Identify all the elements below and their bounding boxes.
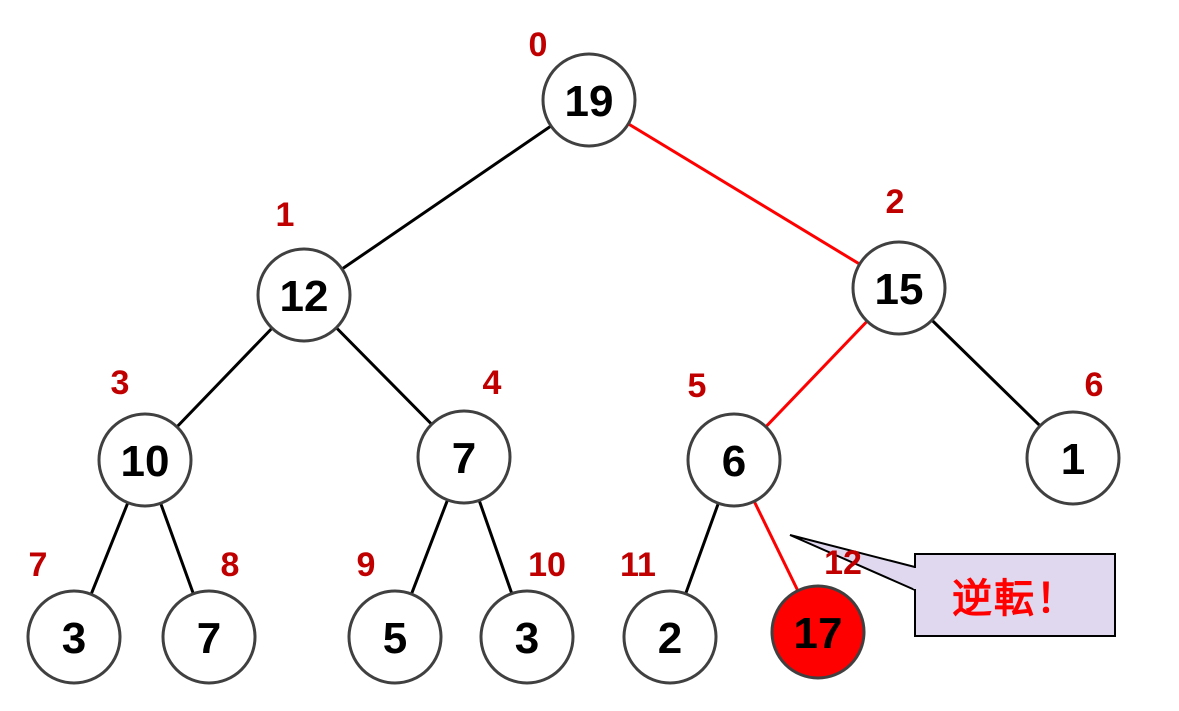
- node-circle: [347, 589, 443, 685]
- node-circle: [256, 247, 352, 343]
- tree-node: 10: [97, 412, 193, 508]
- node-index-label: 0: [529, 26, 548, 64]
- tree-node: 7: [161, 589, 257, 685]
- node-index-label: 7: [29, 546, 48, 584]
- node-index-label: 4: [483, 364, 502, 402]
- node-index-label: 11: [620, 546, 656, 584]
- node-index-label: 6: [1085, 366, 1104, 404]
- node-circle: [26, 589, 122, 685]
- node-value: 6: [722, 437, 746, 486]
- edge-0-2: [588, 98, 900, 290]
- node-value: 5: [383, 614, 407, 663]
- node-index-label: 3: [111, 364, 130, 402]
- node-circle: [161, 589, 257, 685]
- tree-node: 12: [256, 247, 352, 343]
- tree-node: 5: [347, 589, 443, 685]
- tree-node: 3: [26, 589, 122, 685]
- tree-node: 7: [416, 409, 512, 505]
- node-index-label: 12: [824, 544, 862, 582]
- edge-0-1: [303, 98, 590, 297]
- node-value: 12: [280, 272, 329, 321]
- node-circle: [622, 589, 718, 685]
- tree-node: 19: [541, 52, 637, 148]
- tree-node: 2: [622, 589, 718, 685]
- node-value: 2: [658, 614, 682, 663]
- node-value: 3: [62, 614, 86, 663]
- tree-node: 1: [1025, 410, 1121, 506]
- node-index-label: 9: [357, 546, 376, 584]
- node-value: 1: [1061, 435, 1085, 484]
- tree-node: 17: [770, 584, 866, 680]
- node-circle: [416, 409, 512, 505]
- node-value: 7: [197, 614, 221, 663]
- node-value: 17: [794, 609, 843, 658]
- callout-text: 逆転！: [952, 576, 1078, 622]
- node-value: 19: [565, 77, 614, 126]
- tree-node: 3: [479, 589, 575, 685]
- node-circle: [1025, 410, 1121, 506]
- node-circle: [686, 412, 782, 508]
- node-circle: [851, 240, 947, 336]
- node-value: 3: [515, 614, 539, 663]
- tree-node: 6: [686, 412, 782, 508]
- node-value: 15: [875, 265, 924, 314]
- callout-box: [914, 553, 1116, 637]
- node-circle: [541, 52, 637, 148]
- node-index-label: 5: [688, 367, 707, 405]
- node-circle: [97, 412, 193, 508]
- node-index-label: 10: [528, 546, 566, 584]
- node-value: 7: [452, 434, 476, 483]
- node-circle: [770, 584, 866, 680]
- node-index-label: 8: [221, 546, 240, 584]
- node-circle: [479, 589, 575, 685]
- node-index-label: 1: [276, 196, 295, 234]
- node-index-label: 2: [886, 183, 905, 221]
- node-value: 10: [121, 437, 170, 486]
- tree-node: 15: [851, 240, 947, 336]
